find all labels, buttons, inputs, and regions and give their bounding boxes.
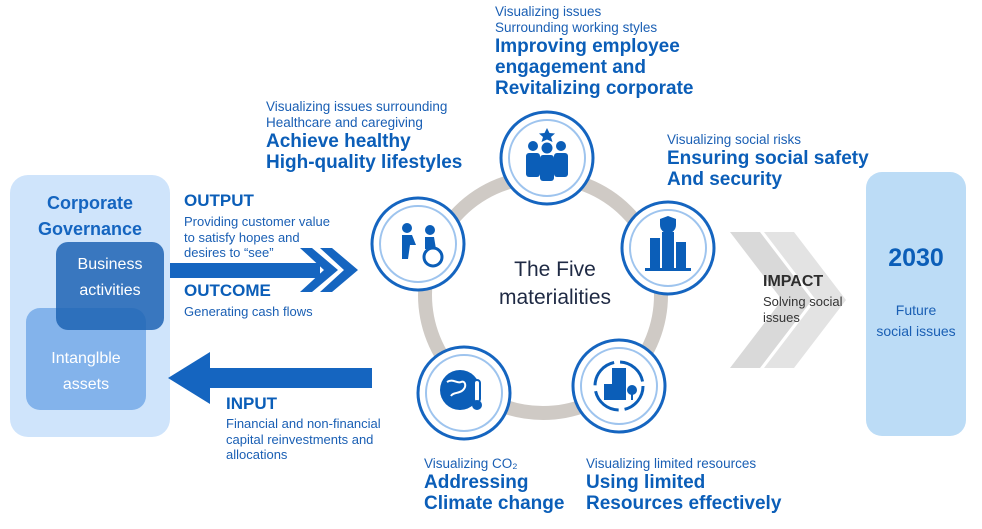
- impact-desc-line2: issues: [763, 309, 800, 325]
- future-social-issues-box: [866, 172, 966, 436]
- resources-sub1: Visualizing limited resources: [586, 456, 757, 471]
- governance-title-line1: Corporate: [46, 193, 133, 213]
- employee-title2: engagement and: [495, 57, 646, 78]
- output-arrow: [170, 248, 358, 292]
- employee-sub1: Visualizing issues: [495, 4, 602, 19]
- output-desc-line2: to satisfy hopes and: [184, 229, 300, 245]
- business-line1: Business: [77, 256, 143, 273]
- label-safety: Visualizing social risks Ensuring social…: [667, 132, 869, 190]
- employee-sub2: Surrounding working styles: [495, 20, 658, 35]
- secure-building-icon: [645, 216, 691, 271]
- health-sub1: Visualizing issues surrounding: [266, 99, 448, 114]
- input-desc-line2: capital reinvestments and: [226, 431, 374, 447]
- outcome-description: Generating cash flows: [184, 304, 313, 319]
- business-activities-box: [56, 242, 164, 330]
- label-health: Visualizing issues surrounding Healthcar…: [266, 99, 462, 173]
- label-climate: Visualizing CO₂ Addressing Climate chang…: [424, 456, 564, 514]
- outcome-heading: OUTCOME: [184, 281, 271, 300]
- impact-description: Solving social issues: [763, 294, 843, 325]
- input-desc-line3: allocations: [226, 447, 288, 462]
- employee-title3: Revitalizing corporate: [495, 78, 694, 99]
- team-icon: [526, 128, 568, 181]
- recycle-city-icon: [593, 360, 645, 412]
- output-description: Providing customer value to satisfy hope…: [184, 214, 330, 261]
- safety-title1: Ensuring social safety: [667, 148, 869, 169]
- intangible-line1: Intanglble: [51, 350, 121, 367]
- impact-heading: IMPACT: [763, 273, 824, 290]
- five-materialities-title: The Five materialities: [470, 256, 640, 312]
- health-title2: High-quality lifestyles: [266, 152, 463, 173]
- input-heading: INPUT: [226, 394, 277, 413]
- output-desc-line1: Providing customer value: [184, 214, 330, 229]
- health-title1: Achieve healthy: [266, 131, 411, 152]
- input-arrow: [168, 352, 372, 404]
- future-line2: social issues: [876, 323, 956, 339]
- intangible-line2: assets: [62, 376, 110, 393]
- future-line1: Future: [895, 302, 937, 318]
- resources-title1: Using limited: [586, 472, 706, 493]
- safety-sub1: Visualizing social risks: [667, 132, 802, 147]
- impact-desc-line1: Solving social: [763, 294, 843, 309]
- climate-sub1: Visualizing CO₂: [424, 456, 518, 471]
- output-heading: OUTPUT: [184, 191, 254, 210]
- center-line1: The Five: [514, 258, 596, 281]
- target-year: 2030: [888, 244, 944, 272]
- input-desc-line1: Financial and non-financial: [226, 416, 381, 431]
- employee-title1: Improving employee: [495, 36, 680, 57]
- globe-thermometer-icon: [440, 370, 482, 410]
- center-line2: materialities: [498, 286, 612, 309]
- business-activities-label: Business activities: [56, 252, 164, 304]
- climate-title1: Addressing: [424, 472, 529, 493]
- corporate-governance-title: Corporate Governance: [10, 190, 170, 242]
- climate-title2: Climate change: [424, 493, 565, 514]
- label-employee: Visualizing issues Surrounding working s…: [495, 4, 694, 99]
- governance-title-line2: Governance: [37, 219, 143, 239]
- future-social-issues-label: Future social issues: [866, 300, 966, 342]
- circle-health: [370, 196, 466, 292]
- input-description: Financial and non-financial capital rein…: [226, 416, 381, 463]
- resources-title2: Resources effectively: [586, 493, 782, 514]
- caregiving-icon: [402, 223, 444, 268]
- impact-chevrons: [730, 232, 846, 368]
- label-resources: Visualizing limited resources Using limi…: [586, 456, 781, 514]
- output-desc-line3: desires to “see”: [184, 245, 274, 260]
- intangible-assets-label: Intanglble assets: [26, 346, 146, 398]
- business-line2: activities: [79, 282, 141, 299]
- safety-title2: And security: [667, 169, 783, 190]
- health-sub2: Healthcare and caregiving: [266, 115, 423, 130]
